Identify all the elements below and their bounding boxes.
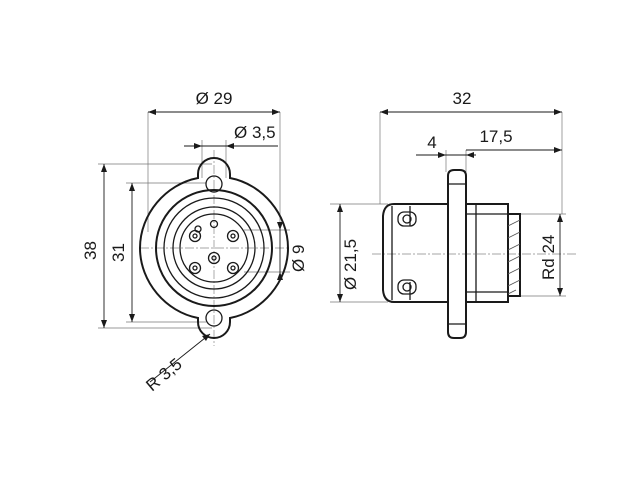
side-view: 32 4 17,5 Ø 21,5 Rd 24 <box>330 89 578 339</box>
dim-bore-diameter: Ø 9 <box>289 245 308 272</box>
coding-key <box>209 219 219 229</box>
flange-outline <box>138 157 290 339</box>
dim-hole-diameter: Ø 3,5 <box>234 123 276 142</box>
contact-pin <box>207 251 221 265</box>
body-slot <box>397 211 417 227</box>
thread-hatching <box>507 219 521 295</box>
dim-flange-thickness: 4 <box>427 133 436 152</box>
contact-pin <box>226 261 240 275</box>
dim-front-diameter: Ø 21,5 <box>341 239 360 290</box>
front-body <box>382 203 449 303</box>
contact-pins <box>188 219 240 275</box>
contact-pin <box>226 229 240 243</box>
bottom-mounting-hole <box>205 309 223 327</box>
flange-side <box>447 169 467 339</box>
top-mounting-hole <box>205 175 223 193</box>
dim-thread-spec: Rd 24 <box>539 235 558 280</box>
contact-pin <box>188 261 202 275</box>
body-slot <box>397 279 417 295</box>
dim-radius: R 3,5 <box>142 354 185 395</box>
thread-section <box>507 213 521 297</box>
rear-housing <box>465 203 509 303</box>
insert-face <box>179 213 249 283</box>
dim-overall-length: 32 <box>453 89 472 108</box>
dim-hole-spacing: 31 <box>109 243 128 262</box>
front-view: Ø 29 Ø 3,5 38 31 Ø 9 R 3,5 <box>81 89 308 395</box>
dim-rear-length: 17,5 <box>479 127 512 146</box>
body-outer-ring <box>155 189 273 307</box>
dim-total-height: 38 <box>81 241 100 260</box>
dim-outer-diameter: Ø 29 <box>196 89 233 108</box>
